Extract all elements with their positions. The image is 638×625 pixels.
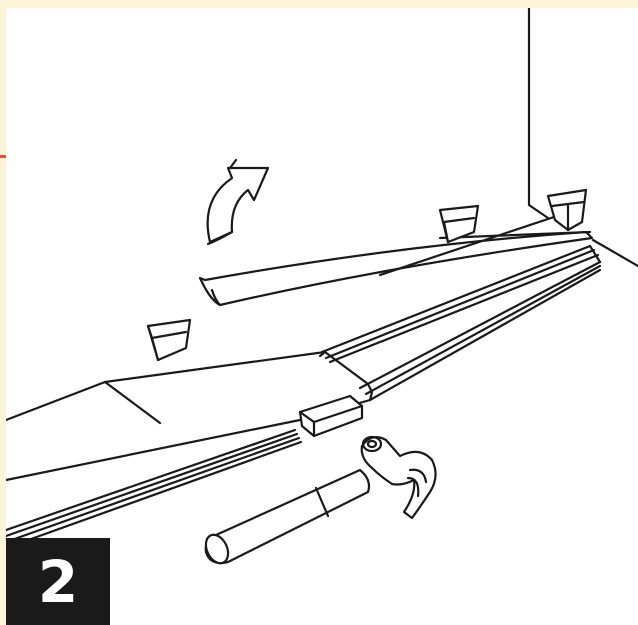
rotate-arrow-icon [206,158,270,246]
step-number: 2 [37,547,79,616]
tapping-block [298,394,364,438]
spacer-wedge-corner [546,188,588,232]
last-board-row [320,244,602,402]
wall-corner [527,8,638,268]
accent-mark [0,155,7,158]
installation-illustration [6,8,638,565]
lifted-board [198,213,594,307]
spacer-wedge-middle [438,204,480,244]
step-badge: 2 [6,538,110,625]
spacer-wedge-left [146,318,192,362]
illustration-panel: 2 [6,8,638,625]
claw-hammer [204,435,437,565]
